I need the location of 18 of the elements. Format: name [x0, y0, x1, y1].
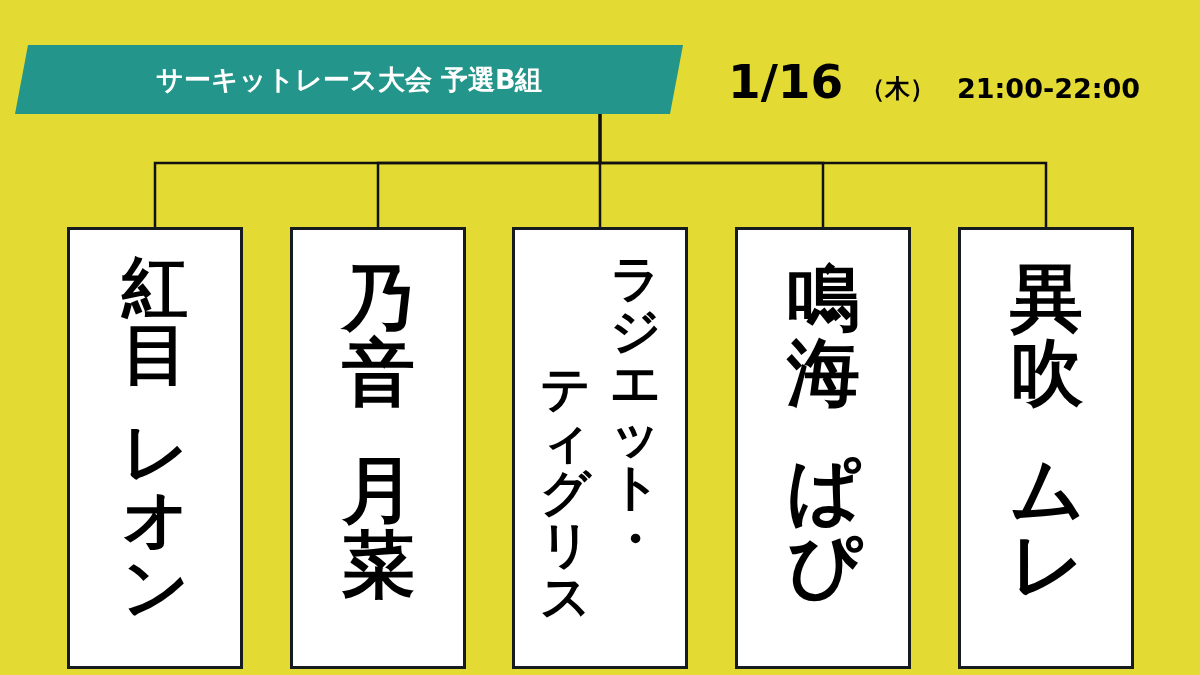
- name-text: レオン: [122, 420, 188, 622]
- name-card: [735, 227, 911, 669]
- name-text: 紅目: [122, 255, 188, 390]
- banner-title: サーキットレース大会 予選B組: [155, 64, 543, 95]
- name-text: 鳴海: [786, 261, 860, 412]
- weekday-text: （木）: [860, 76, 935, 101]
- name-card: [290, 227, 466, 669]
- name-text: ラジエット・ティグリス: [540, 254, 660, 624]
- name-text: ムレ: [1009, 453, 1083, 604]
- name-text: 異吹: [1009, 261, 1083, 412]
- name-text: 月菜: [341, 453, 415, 604]
- time-text: 21:00-22:00: [957, 75, 1141, 102]
- name-card: [958, 227, 1134, 669]
- name-text: 乃音: [341, 261, 415, 412]
- connector-line: [598, 114, 1048, 227]
- name-card: [512, 227, 688, 669]
- name-card: [67, 227, 243, 669]
- date-text: 1/16: [728, 58, 844, 105]
